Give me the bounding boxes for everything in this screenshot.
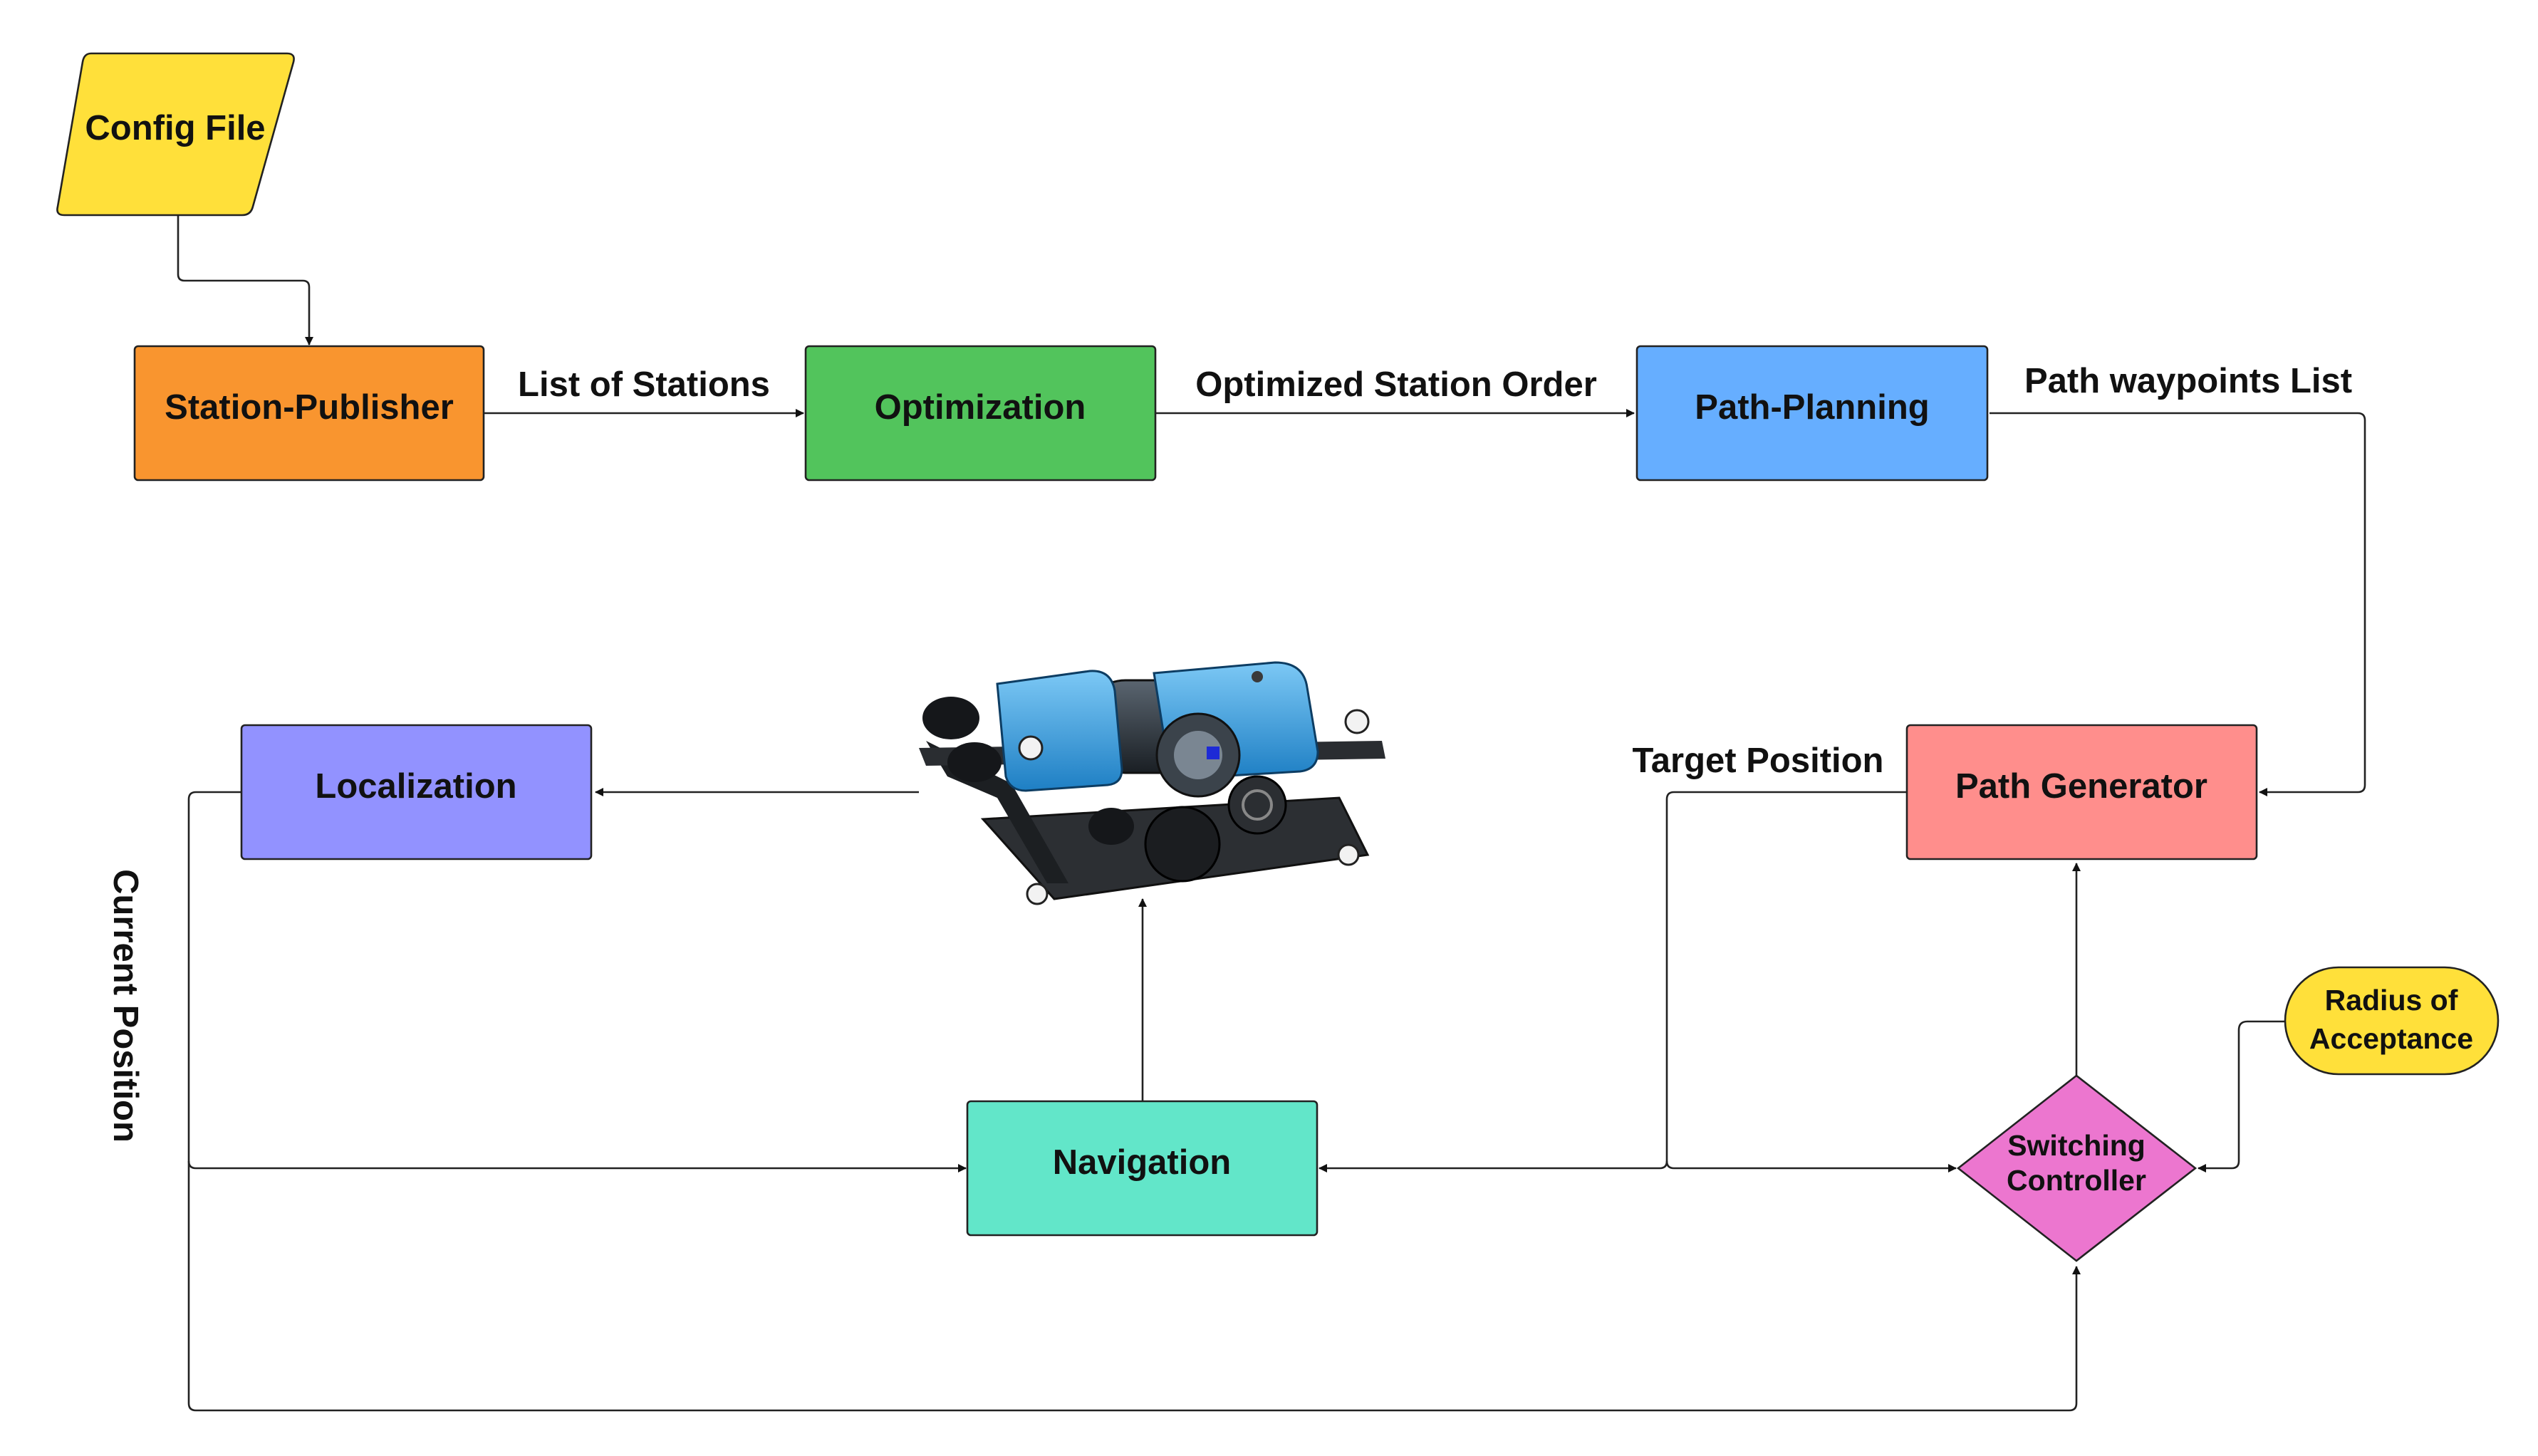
path-generator-box [1905,724,2258,860]
path-generator-node[interactable]: Path Generator [1905,724,2258,860]
edge-radius-to-switching [2198,1020,2285,1172]
localization-node[interactable]: Localization [240,724,593,860]
edge-label-list-of-stations: List of Stations [518,365,770,404]
rov-light-right [1344,709,1370,734]
path-planning-label: Path-Planning [1695,388,1929,427]
optimization-label: Optimization [875,388,1086,427]
config-file-node[interactable]: Config File [56,52,295,217]
rov-right-thruster-ring [1242,789,1273,821]
config-file-shape [56,52,295,217]
station-publisher-node[interactable]: Station-Publisher [133,345,485,482]
rov-middle-thruster [1088,808,1134,845]
radius-of-acceptance-node[interactable]: Radius of Acceptance [2284,966,2500,1076]
rov-left-float [996,670,1123,792]
path-planning-node[interactable]: Path-Planning [1635,345,1989,482]
edge-localization-to-navigation [187,791,967,1172]
rov-right-thruster [1227,775,1287,835]
switching-controller-node[interactable]: Switching Controller [1956,1074,2198,1262]
station-publisher-box [133,345,485,482]
edge-config-to-publisher [177,215,313,345]
config-file-label: Config File [85,109,265,147]
edge-labels: List of Stations Optimized Station Order… [106,362,2352,1143]
edge-pathgenerator-to-navigation [1319,791,1907,1172]
rov-camera-indicator [1207,747,1219,759]
switching-controller-label-line2: Controller [2007,1164,2146,1197]
rov-light-bottom-right [1337,843,1360,866]
edge-label-path-waypoints-list: Path waypoints List [2024,362,2352,400]
edge-label-current-position: Current Position [106,869,145,1143]
optimization-box [804,345,1157,482]
radius-of-acceptance-label-line2: Acceptance [2309,1022,2473,1055]
localization-label: Localization [315,767,516,806]
rov-bottom-thruster [1144,806,1221,883]
edge-localization-to-switching [187,1161,2081,1412]
radius-of-acceptance-shape [2284,966,2500,1076]
rov-left-thruster-bottom [947,742,1002,782]
rov-light-bottom-left [1026,883,1049,905]
rov-left-thruster-top [922,697,979,739]
edge-pathplanning-to-pathgenerator [1990,412,2366,796]
switching-controller-diamond [1956,1074,2198,1262]
underwater-rov-icon [919,661,1385,905]
edge-label-optimized-station-order: Optimized Station Order [1195,365,1597,404]
station-publisher-label: Station-Publisher [165,388,454,427]
navigation-node[interactable]: Navigation [966,1100,1319,1237]
rov-camera-lens [1174,731,1222,779]
navigation-label: Navigation [1053,1143,1231,1182]
navigation-box [966,1100,1319,1237]
radius-of-acceptance-label-line1: Radius of [2325,984,2458,1016]
path-generator-label: Path Generator [1955,767,2207,806]
edge-label-target-position: Target Position [1632,742,1883,780]
switching-controller-label-line1: Switching [2007,1129,2146,1162]
connectors [177,215,2366,1412]
localization-box [240,724,593,860]
rov-light-left [1018,735,1044,761]
edge-target-to-switching [1665,1160,1957,1172]
optimization-node[interactable]: Optimization [804,345,1157,482]
path-planning-box [1635,345,1989,482]
rov-fitting [1252,671,1263,682]
